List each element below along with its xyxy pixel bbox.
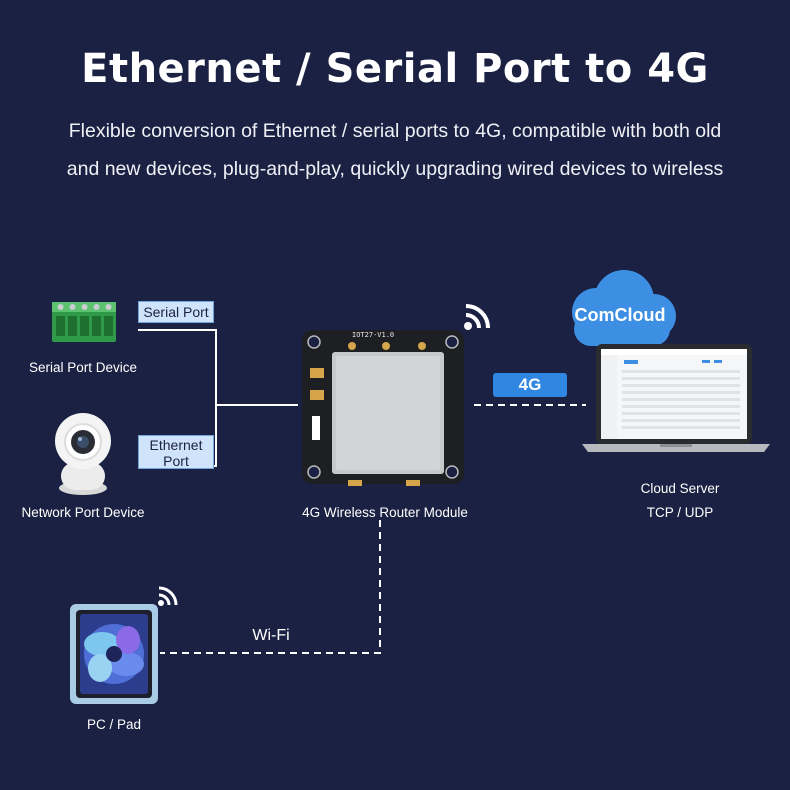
wifi-link-line	[160, 520, 381, 654]
cloud-icon	[572, 270, 676, 346]
subtitle-line-1: Flexible conversion of Ethernet / serial…	[68, 120, 722, 142]
protocol-label: TCP / UDP	[646, 505, 714, 520]
wifi-link-label: Wi-Fi	[252, 627, 290, 644]
cellular-badge: 4G	[493, 373, 567, 397]
pad-label: PC / Pad	[86, 717, 142, 732]
ethernet-port-tag-line1: Ethernet	[149, 437, 203, 453]
serial-device-label: Serial Port Device	[28, 360, 138, 375]
laptop-icon	[582, 344, 770, 452]
module-label: 4G Wireless Router Module	[302, 505, 468, 520]
network-device-label: Network Port Device	[21, 505, 145, 520]
subtitle-line-2: and new devices, plug-and-play, quickly …	[66, 158, 724, 180]
terminal-block-icon	[52, 302, 116, 342]
serial-port-tag: Serial Port	[138, 301, 214, 323]
page-title: Ethernet / Serial Port to 4G	[81, 46, 709, 92]
tablet-signal-icon	[158, 586, 178, 606]
cloud-server-label: Cloud Server	[640, 481, 720, 496]
module-chip-text: IOT27-V1.0	[352, 331, 395, 339]
cloud-name: ComCloud	[574, 305, 666, 325]
ethernet-port-tag: Ethernet Port	[138, 435, 214, 469]
module-signal-icon	[464, 304, 490, 330]
tablet-icon	[70, 604, 158, 704]
camera-icon	[55, 413, 111, 495]
router-module-icon	[302, 330, 464, 486]
ethernet-port-tag-line2: Port	[163, 453, 189, 469]
